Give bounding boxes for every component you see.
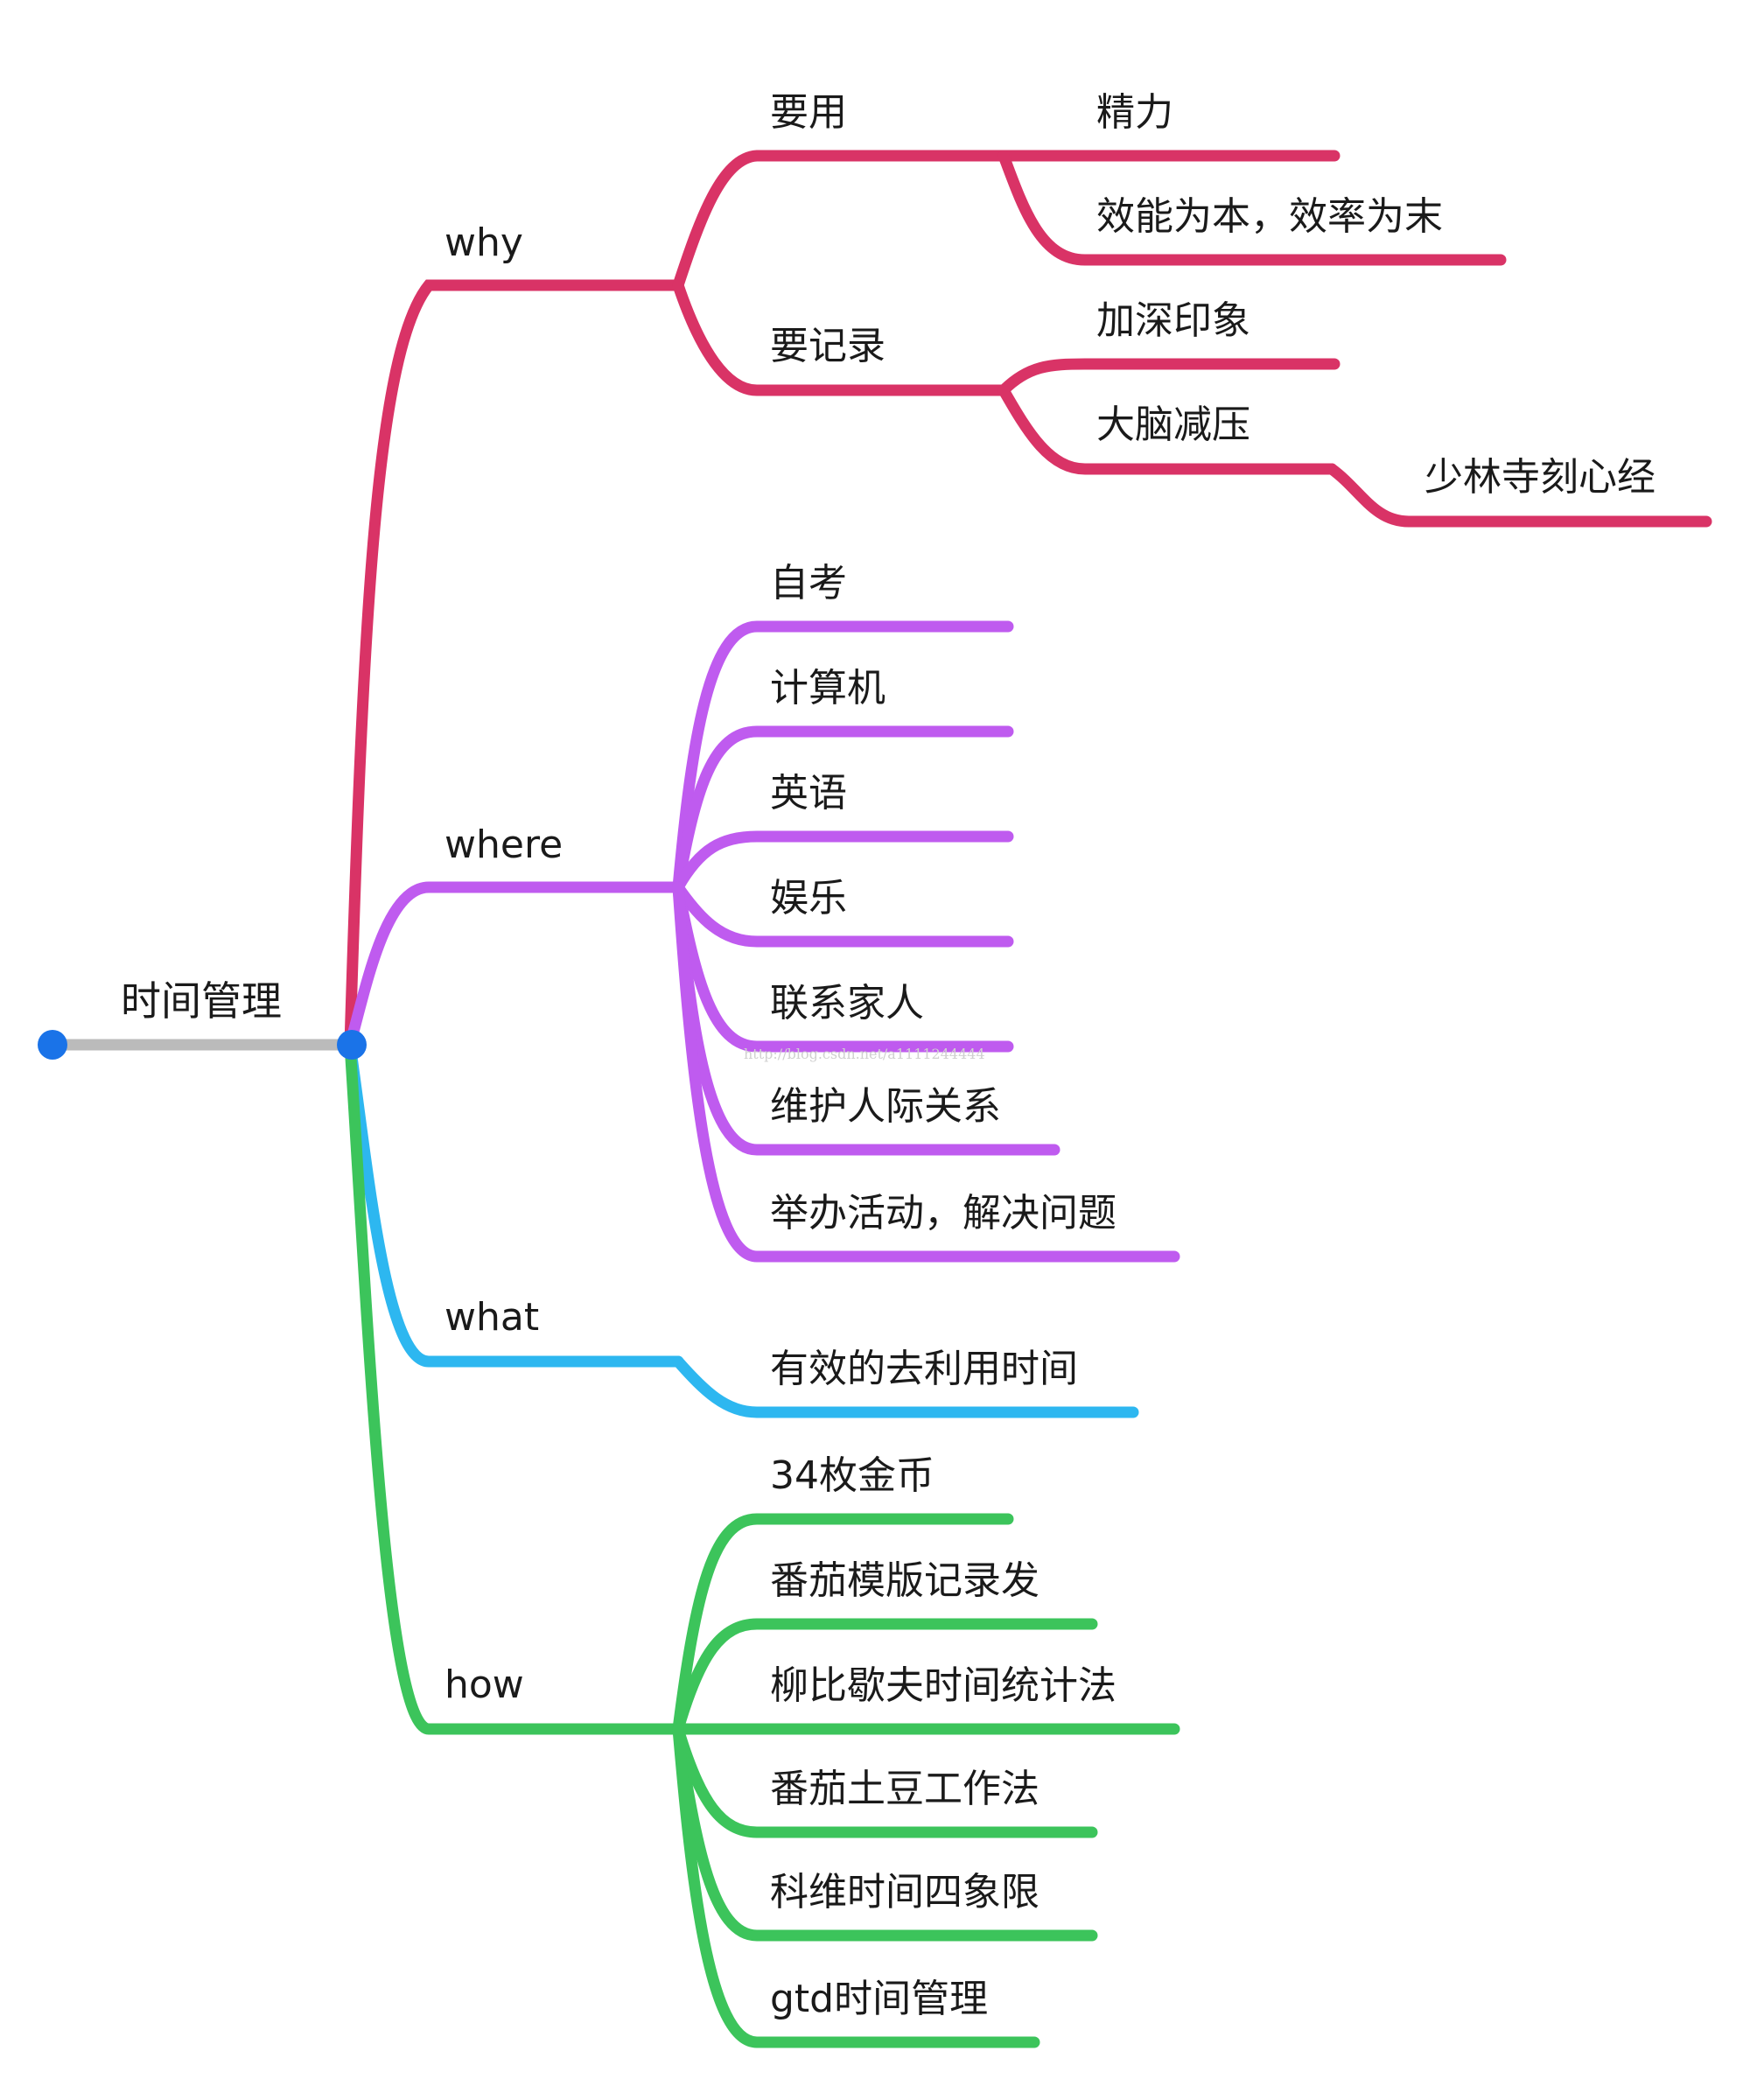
node-weihu[interactable]: 维护人际关系: [770, 1084, 1001, 1129]
branch-label-why[interactable]: why: [444, 220, 523, 265]
branch-label-how[interactable]: how: [444, 1662, 524, 1707]
root-label[interactable]: 时间管理: [121, 977, 282, 1025]
node-youxiao[interactable]: 有效的去利用时间: [770, 1347, 1078, 1391]
edge-jiashen: [998, 358, 1340, 396]
node-juban[interactable]: 举办活动，解决问题: [770, 1191, 1116, 1236]
edge-where: [344, 881, 684, 1051]
edge-shaolin: [1326, 463, 1712, 528]
root-hub-dot[interactable]: [337, 1030, 367, 1060]
edge-youxiao: [672, 1355, 1139, 1418]
edge-zikao: [672, 620, 1014, 893]
root-left-dot[interactable]: [38, 1030, 67, 1060]
edge-yaoyong: [672, 150, 1010, 291]
node-34[interactable]: 34枚金币: [770, 1453, 934, 1498]
branch-where: [344, 620, 1180, 1263]
node-gtd[interactable]: gtd时间管理: [770, 1977, 988, 2021]
node-fanqiemoban[interactable]: 番茄模版记录发: [770, 1558, 1040, 1603]
node-yaoyong[interactable]: 要用: [770, 90, 847, 135]
branch-label-what[interactable]: what: [444, 1295, 539, 1340]
node-kewei[interactable]: 科维时间四象限: [770, 1870, 1040, 1914]
node-yingyu[interactable]: 英语: [770, 771, 847, 816]
node-lianxi[interactable]: 联系家人: [770, 981, 924, 1026]
edge-xiaoneng: [998, 150, 1507, 266]
edge-fanqiemoban: [672, 1618, 1098, 1735]
edge-34: [672, 1513, 1014, 1735]
node-shaolin[interactable]: 少林寺刻心经: [1424, 455, 1656, 500]
node-danao[interactable]: 大脑减压: [1096, 402, 1250, 447]
node-fanqietudou[interactable]: 番茄土豆工作法: [770, 1767, 1040, 1811]
edge-how: [344, 1039, 684, 1735]
edge-gtd: [672, 1723, 1040, 2048]
edge-danao: [998, 384, 1338, 475]
edge-yule: [672, 881, 1014, 948]
branch-label-where[interactable]: where: [444, 822, 563, 867]
branch-why: [344, 150, 1712, 1051]
node-jisuanji[interactable]: 计算机: [770, 666, 886, 710]
node-yule[interactable]: 娱乐: [770, 876, 847, 920]
node-yaojilu[interactable]: 要记录: [770, 324, 886, 368]
edge-why: [344, 279, 684, 1051]
node-jingli[interactable]: 精力: [1096, 90, 1173, 135]
branch-how: [344, 1039, 1180, 2048]
edge-yingyu: [672, 830, 1014, 893]
edge-yaojilu: [672, 279, 1010, 396]
edge-jisuanji: [672, 725, 1014, 893]
node-zikao[interactable]: 自考: [770, 561, 847, 606]
edge-juban: [672, 881, 1180, 1263]
node-liubi[interactable]: 柳比歇夫时间统计法: [770, 1663, 1116, 1708]
watermark: http://blog.csdn.net/a1111244444: [744, 1046, 985, 1062]
node-xiaoneng[interactable]: 效能为本，效率为末: [1096, 194, 1443, 239]
node-jiashen[interactable]: 加深印象: [1096, 298, 1250, 343]
